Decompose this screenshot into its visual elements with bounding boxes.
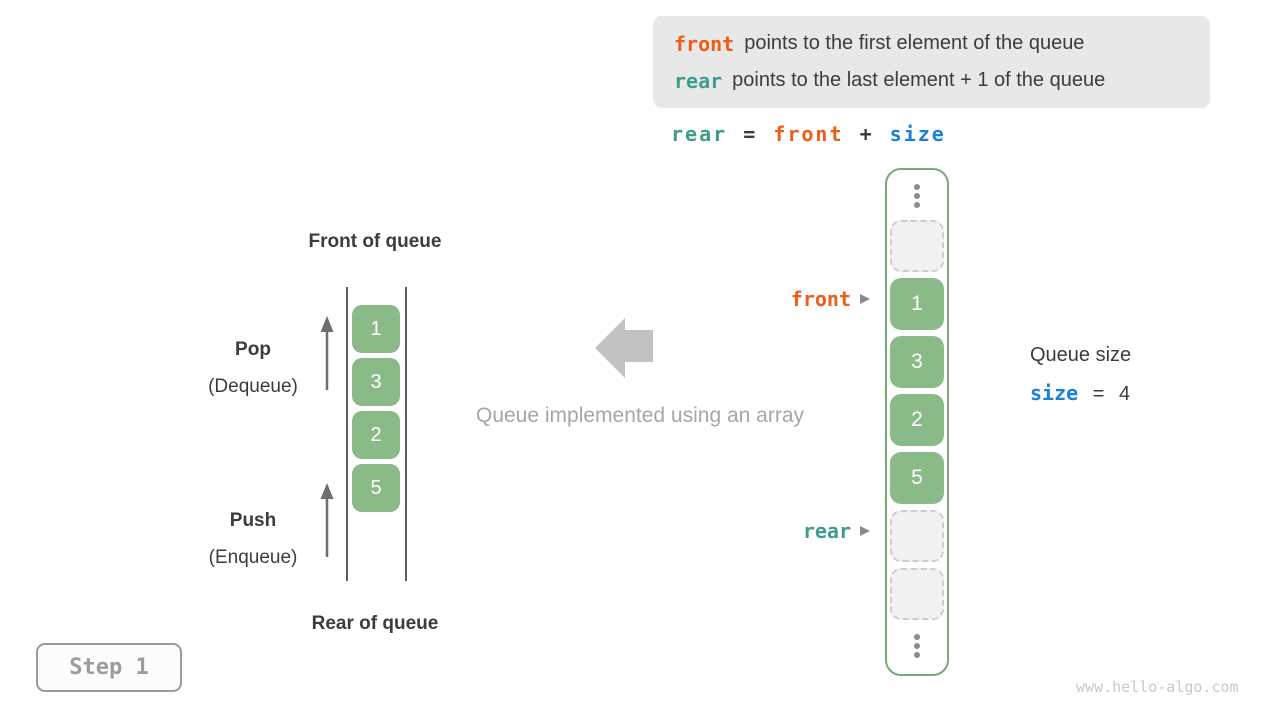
stack-cell: 1 xyxy=(352,305,400,353)
front-explanation-text: points to the first element of the queue xyxy=(744,32,1085,54)
push-up-arrow-icon xyxy=(320,483,334,557)
front-code-label: front xyxy=(674,31,735,56)
push-subtitle: (Enqueue) xyxy=(208,547,298,568)
formula-rear: rear xyxy=(671,122,728,146)
front-of-queue-label: Front of queue xyxy=(308,231,442,252)
stack-cell: 2 xyxy=(352,411,400,459)
formula-size: size xyxy=(889,122,946,146)
queue-tube-left-line xyxy=(346,287,348,581)
rear-of-queue-label: Rear of queue xyxy=(311,613,439,634)
rear-explanation-text: points to the last element + 1 of the qu… xyxy=(732,69,1106,91)
front-pointer-label: front xyxy=(790,287,851,311)
explanation-line-front: front points to the first element of the… xyxy=(674,32,1210,56)
array-cell-empty xyxy=(890,568,944,620)
explanation-box: front points to the first element of the… xyxy=(653,16,1210,108)
size-code-label: size xyxy=(1030,381,1079,405)
front-pointer: front xyxy=(735,285,870,313)
array-cell-filled: 3 xyxy=(890,336,944,388)
pop-subtitle: (Dequeue) xyxy=(208,376,298,397)
formula-front: front xyxy=(773,122,844,146)
queue-size-label: Queue size xyxy=(1030,344,1132,366)
rear-pointer-label: rear xyxy=(802,519,851,543)
front-pointer-arrow-icon xyxy=(860,294,870,304)
pop-title: Pop xyxy=(235,339,271,360)
formula: rear = front + size xyxy=(671,122,948,146)
pop-up-arrow-icon xyxy=(320,316,334,390)
rear-pointer: rear xyxy=(735,517,870,545)
array-cell-empty xyxy=(890,510,944,562)
queue-tube-right-line xyxy=(405,287,407,581)
size-value: 4 xyxy=(1118,383,1131,405)
rear-pointer-arrow-icon xyxy=(860,526,870,536)
array-cell-empty xyxy=(890,220,944,272)
left-stack: 1 3 2 5 xyxy=(352,305,400,512)
push-label: Push (Enqueue) xyxy=(183,502,323,576)
stack-cell: 5 xyxy=(352,464,400,512)
array-cell-filled: 1 xyxy=(890,278,944,330)
array-container: 1 3 2 5 xyxy=(885,168,949,676)
middle-caption: Queue implemented using an array xyxy=(475,404,805,427)
ellipsis-bottom-icon xyxy=(914,634,920,658)
pop-label: Pop (Dequeue) xyxy=(183,331,323,405)
array-cells: 1 3 2 5 xyxy=(890,220,944,620)
size-equals: = xyxy=(1092,383,1105,405)
formula-equals: = xyxy=(743,122,758,146)
stack-cell: 3 xyxy=(352,358,400,406)
step-badge: Step 1 xyxy=(36,643,182,692)
push-title: Push xyxy=(229,510,277,531)
rear-code-label: rear xyxy=(674,68,723,93)
array-cell-filled: 2 xyxy=(890,394,944,446)
array-cell-filled: 5 xyxy=(890,452,944,504)
ellipsis-top-icon xyxy=(914,184,920,208)
watermark: www.hello-algo.com xyxy=(1076,678,1239,696)
explanation-line-rear: rear points to the last element + 1 of t… xyxy=(674,69,1210,93)
formula-plus: + xyxy=(859,122,874,146)
left-block-arrow-icon xyxy=(595,318,653,378)
queue-size-formula: size = 4 xyxy=(1030,381,1130,406)
